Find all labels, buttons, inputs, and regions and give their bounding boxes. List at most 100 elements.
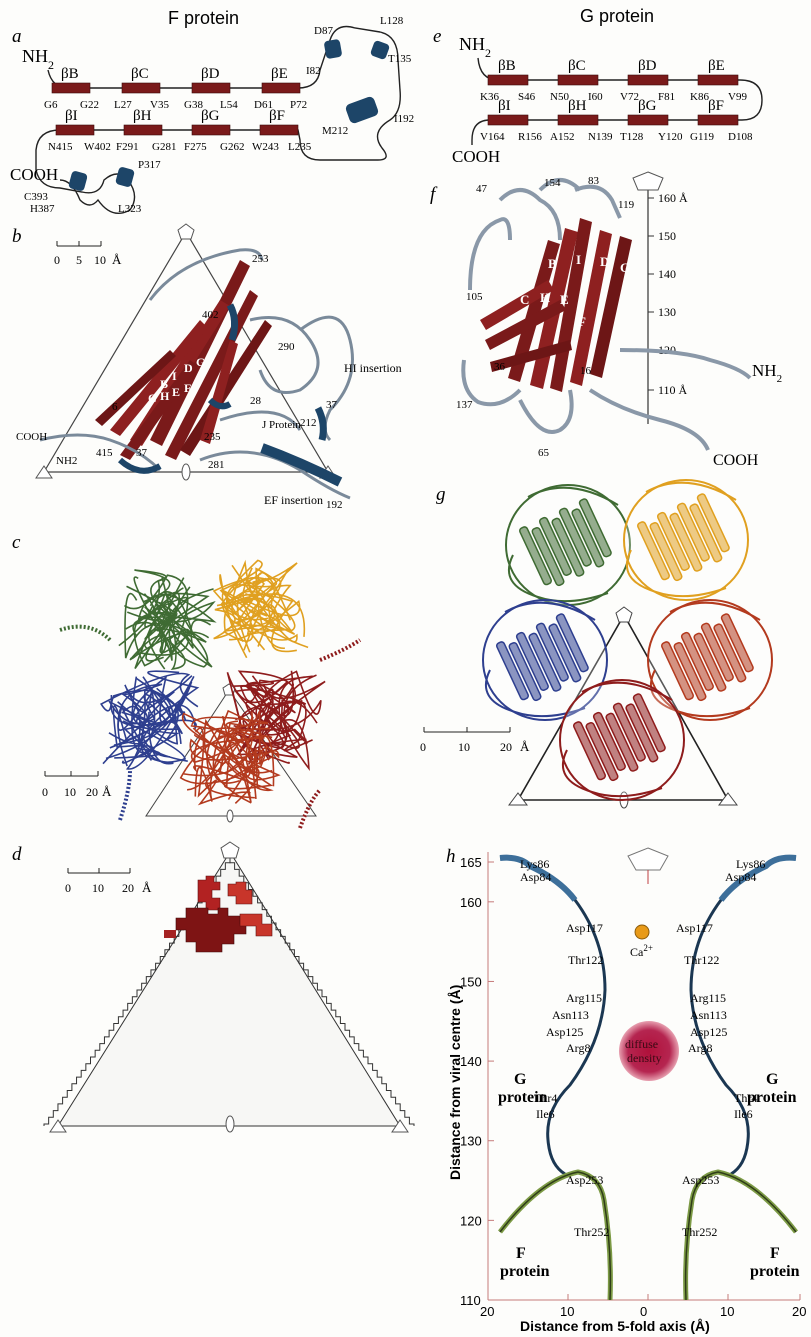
residue-label: Ile6 — [536, 1107, 555, 1121]
helix-icon — [324, 39, 343, 60]
loop-label: 65 — [538, 447, 550, 459]
panel-b-letter: b — [12, 226, 22, 247]
loop-label: 83 — [588, 175, 600, 187]
helix-label: L128 — [380, 15, 404, 27]
structure-label: NH2 — [56, 455, 77, 467]
scale-tick: 0 — [420, 740, 426, 754]
residue-label: K36 — [480, 91, 499, 103]
strand-label: βB — [498, 58, 516, 74]
panel-f-ribbon — [463, 180, 750, 450]
panel-a-nterm: NH2 — [22, 46, 54, 72]
g-protein-label-right: protein — [747, 1089, 797, 1106]
strand-label: βH — [568, 98, 587, 114]
panel-a-letter: a — [12, 26, 22, 47]
beta-strand-icon — [698, 75, 738, 85]
beta-strand-icon — [124, 125, 162, 135]
residue-label: D108 — [728, 131, 753, 143]
residue-label: G281 — [152, 141, 176, 153]
strand-letter: C — [148, 391, 157, 405]
panel-e-nterm: NH2 — [459, 34, 491, 60]
strand-letter: F — [578, 314, 586, 329]
strand-label: βD — [201, 66, 220, 82]
structure-label: 402 — [202, 309, 219, 321]
residue-label: N415 — [48, 141, 73, 153]
fivefold-icon — [628, 848, 668, 870]
twofold-icon — [182, 464, 190, 480]
strand-letter: C — [520, 292, 529, 307]
x-tick-label: 10 — [720, 1304, 734, 1319]
beta-strand-icon — [698, 115, 738, 125]
panel-a-title: F protein — [168, 8, 239, 28]
x-tick-label: 0 — [640, 1304, 647, 1319]
f-protein-label-right: protein — [750, 1263, 800, 1280]
strand-label: βI — [65, 108, 78, 124]
beta-strand-icon — [488, 115, 528, 125]
panel-h: h 165160150140130120110 201001020 Distan… — [446, 846, 806, 1334]
y-tick-label: 140 — [460, 1054, 482, 1069]
panel-b: b 0 5 10 Å — [12, 224, 402, 511]
panel-e-cterm: COOH — [452, 147, 500, 166]
strand-label: βE — [708, 58, 725, 74]
beta-strand-icon — [558, 75, 598, 85]
strand-letter: D — [600, 254, 609, 269]
strand-letter: H — [540, 290, 550, 305]
scale-label: 150 — [658, 229, 676, 243]
scale-tick: 0 — [42, 785, 48, 799]
panel-f-cterm: COOH — [713, 452, 759, 469]
scale-label: 110 Å — [658, 383, 688, 397]
y-tick-label: 165 — [460, 855, 482, 870]
scale-label: 160 Å — [658, 191, 688, 205]
threefold-icon — [509, 793, 527, 805]
structure-label: EF insertion — [264, 493, 323, 507]
beta-strand-icon — [558, 115, 598, 125]
scale-label: 140 — [658, 267, 676, 281]
y-axis-label: Distance from viral centre (Å) — [447, 985, 463, 1180]
strand-label: βC — [568, 58, 586, 74]
residue-label: G6 — [44, 99, 58, 111]
beta-strand-icon — [262, 83, 300, 93]
residue-label: R156 — [518, 131, 542, 143]
beta-strand-icon — [52, 83, 90, 93]
calcium-ion-icon — [635, 925, 649, 939]
strand-letter: G — [620, 260, 630, 275]
x-tick-labels: 201001020 — [480, 1294, 806, 1319]
scale-unit: Å — [520, 739, 530, 754]
residue-label: F275 — [184, 141, 207, 153]
scale-tick: 5 — [76, 253, 82, 267]
residue-label: N139 — [588, 131, 613, 143]
scale-tick: 20 — [122, 881, 134, 895]
x-tick-label: 20 — [792, 1304, 806, 1319]
strand-letter: B — [548, 256, 557, 271]
panel-e-title: G protein — [580, 6, 654, 26]
helix-label: I192 — [394, 113, 414, 125]
y-tick-label: 130 — [460, 1134, 482, 1149]
residue-label: G262 — [220, 141, 244, 153]
structure-label: 192 — [326, 499, 343, 511]
structure-label: COOH — [16, 431, 47, 443]
residue-label: N50 — [550, 91, 569, 103]
structure-label: 37 — [326, 399, 338, 411]
residue-label: Thr122 — [684, 953, 719, 967]
strand-letter: E — [172, 385, 180, 399]
strand-label: βH — [133, 108, 152, 124]
residue-label: V164 — [480, 131, 505, 143]
residue-label: V99 — [728, 91, 747, 103]
residue-label: Thr252 — [682, 1225, 717, 1239]
residue-label: Arg115 — [690, 991, 726, 1005]
scale-tick: 0 — [65, 881, 71, 895]
helix-label: P317 — [138, 159, 161, 171]
residue-label: F81 — [658, 91, 675, 103]
loop-label: 137 — [456, 399, 473, 411]
strand-letter: F — [184, 381, 191, 395]
loop-label: 16 — [580, 365, 592, 377]
loop-label: 105 — [466, 291, 483, 303]
diffuse-label: density — [627, 1051, 662, 1065]
residue-label: Arg8 — [688, 1041, 712, 1055]
beta-strand-icon — [488, 75, 528, 85]
scale-unit: Å — [102, 784, 112, 799]
fivefold-icon — [616, 607, 632, 622]
structure-label: 235 — [204, 431, 221, 443]
residue-label: Asp117 — [566, 921, 603, 935]
residue-label: L235 — [288, 141, 312, 153]
panel-g: g 0 10 20 Å — [420, 480, 772, 808]
